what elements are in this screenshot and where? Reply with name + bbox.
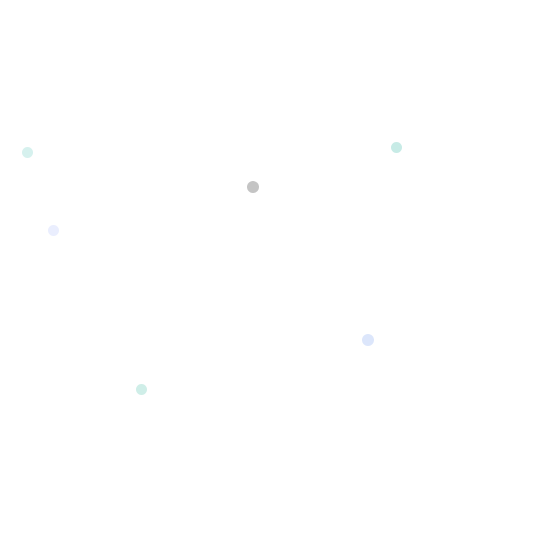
dot-6 <box>136 384 147 395</box>
dot-3 <box>247 181 259 193</box>
dot-5 <box>362 334 374 346</box>
dot-1 <box>22 147 33 158</box>
dot-4 <box>48 225 59 236</box>
dot-2 <box>391 142 402 153</box>
